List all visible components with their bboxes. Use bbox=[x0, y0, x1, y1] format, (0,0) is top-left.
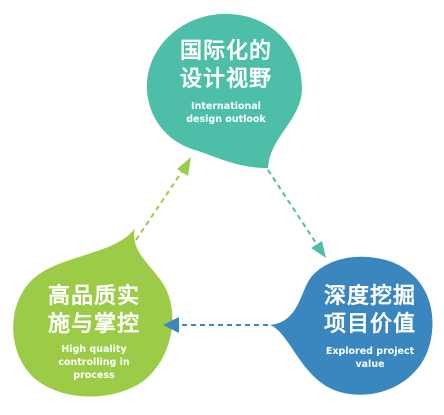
arrowhead-top-to-right bbox=[311, 241, 326, 258]
arrowhead-right-to-left bbox=[163, 317, 179, 333]
top-node-subtitle: International design outlook bbox=[150, 100, 302, 126]
right-node-title-line2: 项目价值 bbox=[323, 312, 416, 337]
right-node-shape bbox=[270, 256, 433, 395]
right-node-label: 深度挖掘 项目价值 Explored project value bbox=[300, 283, 440, 371]
right-node-subtitle: Explored project value bbox=[300, 345, 440, 371]
left-node-title-line1: 高品质实 bbox=[47, 284, 140, 309]
top-node-shape bbox=[146, 13, 302, 168]
top-node-subtitle-line2: design outlook bbox=[186, 114, 266, 125]
right-node-subtitle-line2: value bbox=[355, 359, 385, 370]
right-node-title-line1: 深度挖掘 bbox=[323, 284, 416, 309]
top-node-label: 国际化的 设计视野 International design outlook bbox=[150, 38, 302, 126]
arrowhead-left-to-top bbox=[177, 157, 191, 176]
left-node-title-line2: 施与掌控 bbox=[47, 312, 140, 337]
arrow-top-to-right bbox=[267, 169, 319, 247]
left-node-label: 高品质实 施与掌控 High quality controlling in pr… bbox=[28, 283, 160, 382]
top-node-title-line2: 设计视野 bbox=[179, 67, 272, 92]
left-node-subtitle-line1: High quality bbox=[61, 344, 127, 355]
left-node-subtitle: High quality controlling in process bbox=[28, 343, 160, 382]
left-node-subtitle-line3: process bbox=[73, 370, 115, 381]
right-node-subtitle-line1: Explored project bbox=[325, 346, 415, 357]
arrow-left-to-top bbox=[135, 169, 184, 241]
left-node-shape bbox=[13, 228, 173, 397]
left-node-subtitle-line2: controlling in bbox=[58, 357, 130, 368]
top-node-subtitle-line1: International bbox=[191, 101, 261, 112]
top-node-title-line1: 国际化的 bbox=[179, 39, 272, 64]
